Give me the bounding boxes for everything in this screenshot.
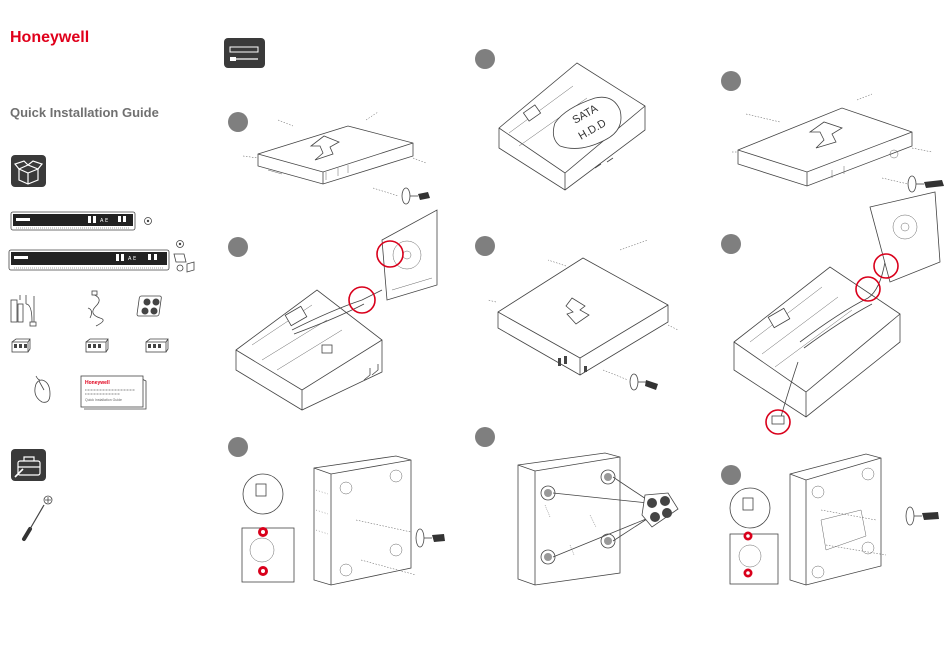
toolbox-icon	[11, 449, 46, 481]
nvr-large-illustration: A E	[8, 240, 198, 280]
cable-icon	[82, 290, 112, 330]
step3-fix-hdd-illustration	[236, 450, 446, 590]
terminal-block-icon-3	[144, 338, 170, 356]
step4-install-hdd-illustration: SATA H.D.D	[495, 58, 655, 193]
power-adapter-icon	[8, 292, 48, 332]
step1-remove-cover-illustration	[238, 108, 438, 208]
step8-connect-cables-illustration	[730, 192, 945, 437]
step7-remove-cover-illustration	[732, 90, 947, 200]
quick-guide-card: Honeywell Quick Installation Guide	[80, 375, 150, 410]
step5-replace-cover-illustration	[488, 230, 683, 410]
card-text: Quick Installation Guide	[85, 398, 122, 402]
step6-attach-feet-illustration	[510, 445, 685, 590]
brand-logo: Honeywell	[10, 29, 89, 47]
step-badge-6	[475, 427, 495, 447]
screwdriver-header-icon	[224, 38, 265, 68]
screwdriver-icon	[20, 495, 56, 543]
open-box-icon	[11, 155, 46, 187]
step-badge-4	[475, 49, 495, 69]
step9-fix-hdd-illustration	[726, 440, 948, 590]
mouse-icon	[28, 372, 58, 407]
nvr-small-illustration: A E	[10, 208, 170, 238]
svg-text:A E: A E	[100, 218, 108, 224]
step-badge-7	[721, 71, 741, 91]
rubber-feet-icon	[138, 293, 168, 321]
step2-connect-cables-illustration	[232, 200, 447, 415]
svg-text:A E: A E	[128, 256, 136, 262]
terminal-block-icon-2	[84, 338, 110, 356]
terminal-block-icon-1	[10, 338, 32, 356]
card-brand: Honeywell	[85, 380, 110, 386]
page-title: Quick Installation Guide	[10, 105, 159, 120]
